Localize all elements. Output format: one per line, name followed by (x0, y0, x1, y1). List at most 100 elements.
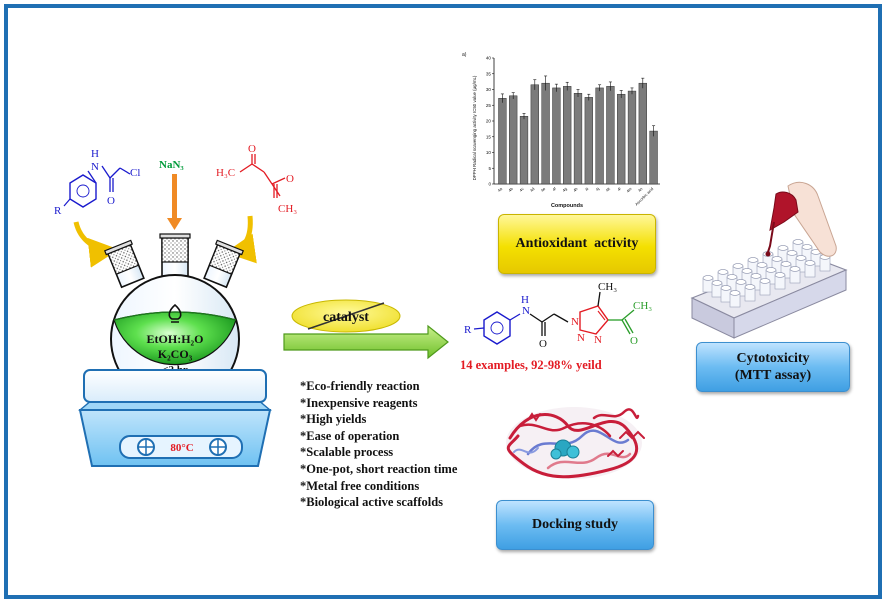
aryl-ring (69, 174, 97, 208)
chart-panel-label: a) (462, 52, 467, 58)
docking-study-label: Docking study (532, 517, 618, 532)
scene-canvas: H N O Cl R NaN₃ H₃C O O CH₃ (54, 52, 848, 479)
chart-y-tick-label: 10 (486, 150, 492, 155)
chart-bar (606, 86, 615, 185)
hotplate-temperature: 80°C (170, 442, 193, 454)
chart-y-axis-label: DPPH Radical scavenging activity IC50 va… (472, 75, 477, 180)
feature-item: *High yields (300, 412, 367, 427)
knob-right-icon (209, 438, 227, 456)
microplate-well (747, 257, 759, 275)
cl-label: Cl (130, 167, 140, 179)
chart-x-axis-label: Compounds (551, 203, 583, 209)
product-r: R (464, 324, 472, 336)
chart-x-tick-label: 4d (529, 186, 536, 193)
protein-docking-image (506, 407, 645, 479)
antioxidant-bar-chart: a) DPPH Radical scavenging activity IC50… (462, 52, 660, 209)
chart-x-tick-label: 4a (496, 186, 503, 193)
yield-text: 14 examples, 92-98% yeild (460, 358, 602, 372)
microplate-well (792, 239, 804, 257)
product-acetyl-o: O (630, 335, 638, 347)
azide-label: NaN₃ (159, 159, 184, 171)
chart-y-tick-label: 40 (486, 56, 492, 61)
product-aryl-ring (483, 311, 511, 345)
antioxidant-activity-label: Antioxidant activity (515, 236, 639, 251)
feature-item: *Metal free conditions (300, 478, 420, 493)
reaction-arrow: catalyst (283, 299, 449, 360)
n-label: N (91, 161, 99, 173)
chart-x-tick-label: 4e (540, 186, 547, 193)
chart-x-tick-label: 4k (605, 186, 612, 193)
graphical-abstract-frame: H N O Cl R NaN₃ H₃C O O CH₃ (4, 4, 882, 599)
chart-y-tick-label: 25 (486, 103, 492, 108)
product-acetyl-ch3: CH₃ (633, 300, 652, 312)
chart-y-tick-label: 20 (486, 119, 492, 124)
microplate-well (777, 245, 789, 263)
microplate-well (780, 261, 792, 279)
microplate-well (711, 280, 723, 298)
microplate-well (804, 260, 816, 278)
triazole-n1: N (571, 316, 579, 328)
chart-x-tick-label: 4i (584, 186, 590, 192)
chart-bar (638, 82, 647, 185)
diketone-o-top: O (248, 143, 256, 155)
microplate-well (774, 272, 786, 290)
nh-h-label: H (91, 148, 99, 160)
cytotoxicity-box: Cytotoxicity (MTT assay) (696, 342, 850, 392)
chloroacetamide-structure: H N O Cl R (54, 148, 140, 217)
product-amide-o: O (539, 338, 547, 350)
chart-bar (563, 86, 572, 185)
triazole-ring (579, 305, 609, 335)
microplate-well (759, 278, 771, 296)
chart-x-tick-label: 4b (507, 186, 514, 193)
chart-bar (530, 84, 539, 185)
microplate-well (702, 275, 714, 293)
diketone-o-right: O (286, 173, 294, 185)
product-n: N (522, 305, 530, 317)
chart-x-tick-label: 4c (518, 186, 525, 193)
chart-x-tick-label: 4m (625, 186, 633, 194)
pipette-hand-illustration (765, 181, 837, 257)
chart-bar (552, 87, 561, 185)
chart-bar (595, 87, 604, 185)
chart-y-tick-label: 35 (486, 71, 492, 76)
stir-bar-icon (168, 303, 182, 323)
diketone-ch3-right: CH₃ (278, 203, 297, 215)
chart-bar (519, 116, 529, 185)
flask-base: K₂CO₃ (158, 347, 193, 361)
microplate-well (729, 290, 741, 308)
chart-bar (627, 90, 637, 185)
feature-item: *Ease of operation (300, 428, 400, 443)
chart-bar (584, 97, 593, 185)
triazole-n2: N (577, 332, 585, 344)
product-ring-ch3: CH₃ (598, 281, 617, 293)
microplate-illustration (690, 239, 848, 339)
cytotoxicity-label: Cytotoxicity (736, 351, 810, 366)
docking-study-box: Docking study (496, 500, 654, 550)
chart-bar (509, 95, 518, 185)
feature-item: *Inexpensive reagents (300, 395, 418, 410)
hot-plate: 80°C (78, 369, 272, 467)
chart-x-tick-label: 4n (637, 186, 644, 193)
microplate-well (720, 285, 732, 303)
diketone-ch3-left: H₃C (216, 167, 235, 179)
features-list: *Eco-friendly reaction *Inexpensive reag… (300, 378, 457, 511)
microplate-well (789, 266, 801, 284)
catalyst-strike (307, 302, 385, 330)
chart-x-tick-label: 4j (595, 186, 601, 192)
chart-bar (617, 93, 626, 185)
triazole-n3: N (594, 334, 602, 346)
chart-y-tick-label: 5 (488, 166, 491, 171)
feature-item: *Eco-friendly reaction (300, 379, 420, 393)
chart-x-tick-label: 4l (616, 186, 622, 192)
o-label: O (107, 195, 115, 207)
chart-bar (498, 98, 507, 185)
chart-x-tick-label: 4g (561, 186, 568, 193)
product-nh: H (521, 294, 529, 306)
azide-arrow (167, 174, 182, 230)
chart-y-tick-label: 15 (486, 134, 492, 139)
mtt-assay-label: (MTT assay) (734, 368, 812, 383)
chart-bar (541, 82, 550, 185)
feature-item: *One-pot, short reaction time (300, 461, 458, 476)
chart-y-tick-label: 0 (488, 182, 491, 187)
catalyst-label: catalyst (323, 310, 369, 325)
